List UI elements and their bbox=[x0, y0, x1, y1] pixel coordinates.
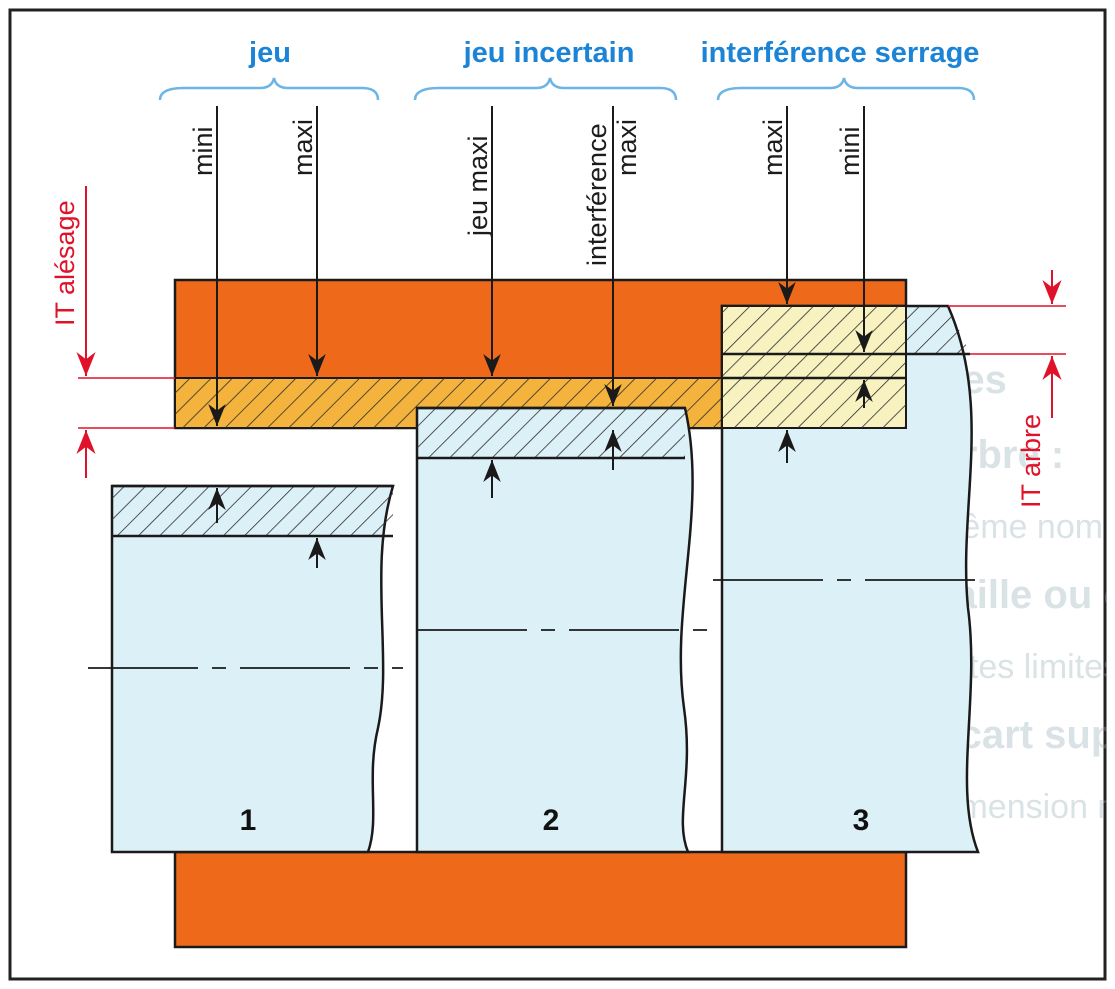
label-fit2-interference-1: interférence bbox=[582, 123, 612, 266]
shaft-number-2: 2 bbox=[543, 804, 560, 837]
header-transition: jeu incertain bbox=[463, 37, 635, 69]
label-fit3-min: mini bbox=[835, 126, 865, 176]
label-it-bore: IT alésage bbox=[50, 200, 80, 326]
shaft-number-3: 3 bbox=[853, 804, 870, 837]
label-fit1-min: mini bbox=[188, 126, 218, 176]
brace-clearance bbox=[158, 77, 380, 101]
fit-diagram: ues Arbre : même nom cylindrique Taille … bbox=[8, 8, 1107, 981]
label-fit2-interference-2: maxi bbox=[612, 119, 642, 176]
header-braces bbox=[158, 77, 976, 101]
bore-tolerance-indicator bbox=[76, 186, 175, 478]
label-fit3-max: maxi bbox=[758, 119, 788, 176]
label-fit2-clearance: jeu maxi bbox=[463, 135, 493, 237]
header-clearance: jeu bbox=[248, 37, 291, 69]
shaft-2 bbox=[415, 406, 708, 854]
brace-transition bbox=[413, 77, 678, 101]
shaft-1 bbox=[88, 484, 403, 854]
shaft-tolerance-indicator bbox=[948, 270, 1066, 418]
label-fit1-max: maxi bbox=[288, 119, 318, 176]
label-it-shaft: IT arbre bbox=[1016, 414, 1046, 508]
bore-part-bottom bbox=[173, 850, 908, 949]
header-interference: interférence serrage bbox=[701, 37, 980, 69]
shaft-number-1: 1 bbox=[240, 804, 257, 837]
shaft-3 bbox=[713, 304, 980, 854]
brace-interference bbox=[716, 77, 976, 101]
